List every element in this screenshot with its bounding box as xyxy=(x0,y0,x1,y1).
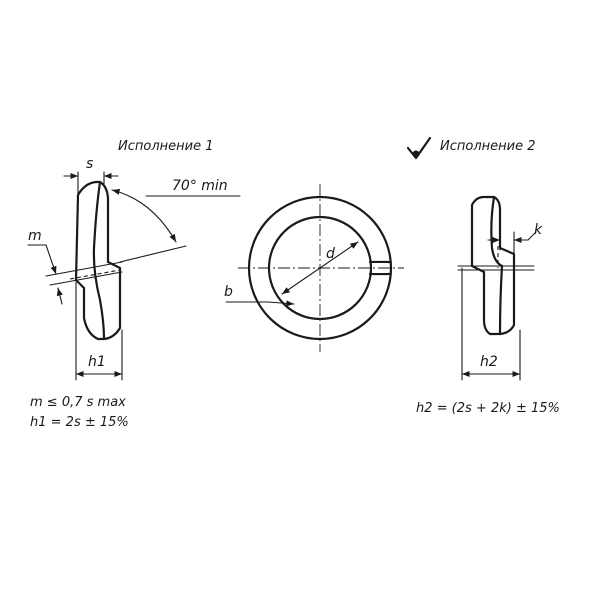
formula-h1: h1 = 2s ± 15% xyxy=(30,415,129,430)
b-arrow xyxy=(267,300,295,307)
k-label: k xyxy=(534,222,543,238)
variant1-title: Исполнение 1 xyxy=(118,139,213,154)
variant1-inner-coil xyxy=(92,180,106,341)
m-label: m xyxy=(28,228,42,244)
variant2-title: Исполнение 2 xyxy=(440,139,535,154)
variant1-washer-outline xyxy=(74,180,122,341)
variant1-split-line-bottom xyxy=(49,271,123,286)
d-label: d xyxy=(326,246,335,262)
m-arrow-bottom xyxy=(56,287,63,305)
variant2-inner-coil xyxy=(490,195,504,336)
m-arrow-top xyxy=(45,244,57,275)
variant1-side-view: Исполнение 1 s 70° min m h1 xyxy=(27,139,241,381)
b-label: b xyxy=(224,284,233,300)
angle-arc xyxy=(111,188,177,243)
h2-label: h2 xyxy=(480,354,498,370)
angle-label: 70° min xyxy=(172,178,228,194)
roughness-dot xyxy=(412,150,420,158)
washer-top-view: d b xyxy=(224,184,404,352)
angle-extension xyxy=(119,245,187,263)
checkmark-roughness-icon xyxy=(406,136,432,160)
h1-label: h1 xyxy=(88,354,106,370)
variant2-side-view: Исполнение 2 k h2 xyxy=(406,136,543,381)
k-leader xyxy=(527,231,537,241)
formulas: m ≤ 0,7 s max h1 = 2s ± 15% h2 = (2s + 2… xyxy=(30,395,560,430)
formula-m: m ≤ 0,7 s max xyxy=(30,395,126,410)
variant2-washer-outline xyxy=(470,195,516,336)
formula-h2: h2 = (2s + 2k) ± 15% xyxy=(416,401,560,416)
variant1-hidden-edge xyxy=(69,269,121,280)
d-dimension xyxy=(281,241,359,295)
variant1-split-line-top xyxy=(45,261,123,277)
s-label: s xyxy=(86,156,93,172)
